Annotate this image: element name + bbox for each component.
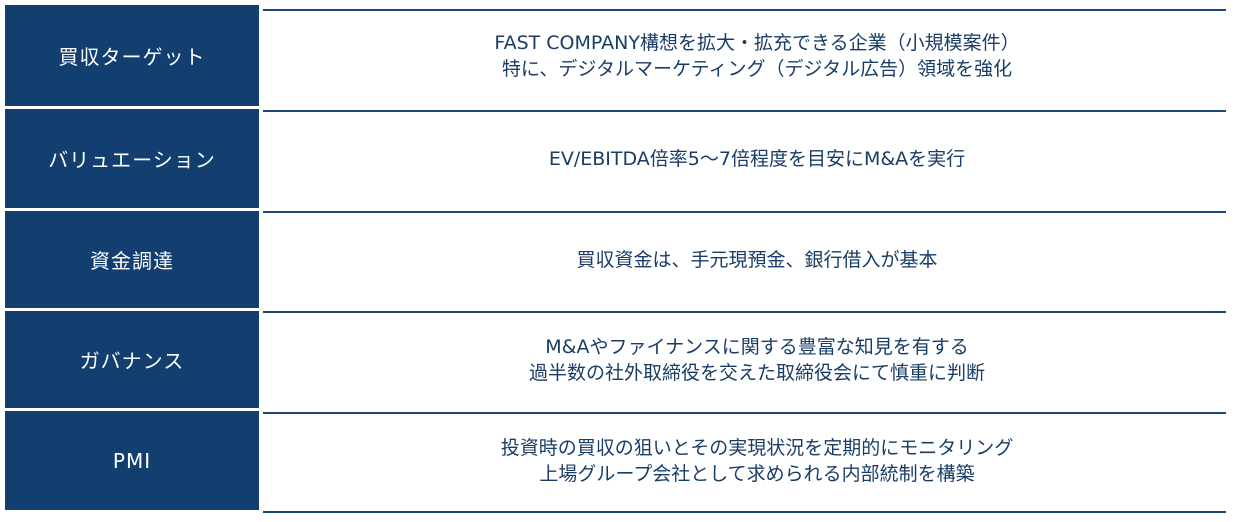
row-content-cell: FAST COMPANY構想を拡大・拡充できる企業（小規模案件） 特に、デジタル… [259,5,1255,106]
table-row-financing: 資金調達 買収資金は、手元現預金、銀行借入が基本 [0,211,1255,308]
table-row-pmi: PMI 投資時の買収の狙いとその実現状況を定期的にモニタリング 上場グループ会社… [0,411,1255,510]
row-content-cell: 買収資金は、手元現預金、銀行借入が基本 [259,211,1255,308]
row-header-cell: 資金調達 [5,211,259,308]
content-line: 投資時の買収の狙いとその実現状況を定期的にモニタリング [500,436,1014,459]
table-bottom-rule [263,511,1226,513]
row-divider [263,311,1226,313]
row-content-cell: EV/EBITDA倍率5〜7倍程度を目安にM&Aを実行 [259,109,1255,208]
row-label: 資金調達 [90,249,174,273]
row-content-cell: M&Aやファイナンスに関する豊富な知見を有する 過半数の社外取締役を交えた取締役… [259,311,1255,408]
content-line: M&Aやファイナンスに関する豊富な知見を有する [545,335,969,358]
row-label: バリュエーション [48,148,216,172]
content-line: 特に、デジタルマーケティング（デジタル広告）領域を強化 [501,57,1013,80]
table-row-valuation: バリュエーション EV/EBITDA倍率5〜7倍程度を目安にM&Aを実行 [0,109,1255,208]
row-divider [263,412,1226,414]
row-header-cell: PMI [5,411,259,510]
content-line: 買収資金は、手元現預金、銀行借入が基本 [576,248,938,271]
content-line: 上場グループ会社として求められる内部統制を構築 [539,462,975,485]
content-line: 過半数の社外取締役を交えた取締役会にて慎重に判断 [528,361,985,384]
row-divider [263,211,1226,213]
content-line: EV/EBITDA倍率5〜7倍程度を目安にM&Aを実行 [548,147,966,170]
row-label: PMI [112,448,152,473]
row-divider [263,110,1226,112]
row-content-cell: 投資時の買収の狙いとその実現状況を定期的にモニタリング 上場グループ会社として求… [259,411,1255,510]
row-header-cell: バリュエーション [5,109,259,208]
row-header-cell: ガバナンス [5,311,259,408]
row-label: 買収ターゲット [58,45,206,69]
row-header-cell: 買収ターゲット [5,5,259,106]
table-row-acquisition-target: 買収ターゲット FAST COMPANY構想を拡大・拡充できる企業（小規模案件）… [0,5,1255,106]
content-line: FAST COMPANY構想を拡大・拡充できる企業（小規模案件） [494,31,1020,54]
table-row-governance: ガバナンス M&Aやファイナンスに関する豊富な知見を有する 過半数の社外取締役を… [0,311,1255,408]
row-label: ガバナンス [79,349,185,373]
table-top-rule [263,9,1226,11]
